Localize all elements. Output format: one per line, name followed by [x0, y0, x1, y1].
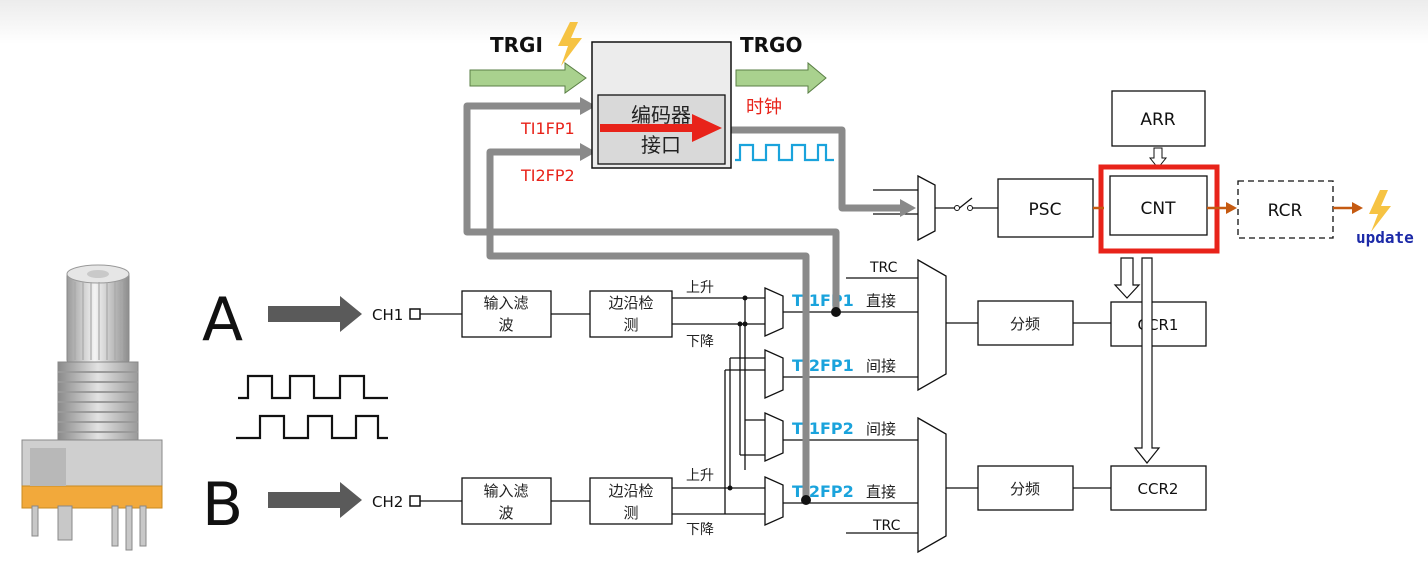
input-filter-1-box	[461, 290, 552, 338]
signal-a-letter: A	[202, 285, 243, 355]
cnt-to-ccr1-arrow	[1113, 257, 1141, 299]
input-filter-2-line1: 输入滤	[483, 482, 528, 500]
update-label: update	[1356, 228, 1414, 247]
rotary-encoder-image	[21, 264, 163, 551]
cnt-label: CNT	[1141, 199, 1177, 219]
signal-b-arrow	[268, 482, 362, 518]
cnt-to-ccr2-arrow	[1133, 257, 1161, 464]
mux-ic2-select	[917, 416, 947, 554]
mux-clock-select	[917, 174, 936, 242]
signal-b-letter: B	[202, 470, 243, 540]
direct-label-1: 直接	[866, 292, 896, 310]
input-filter-2-box	[461, 477, 552, 525]
edge-detect-1-box	[589, 290, 673, 338]
encoder-label-line2: 接口	[641, 133, 681, 157]
waveform-a	[238, 374, 388, 400]
ch2-label: CH2	[372, 493, 403, 511]
rcr-box	[1237, 180, 1334, 239]
mux-ti2fp1	[764, 348, 784, 400]
arr-label: ARR	[1140, 110, 1175, 130]
indirect-label-1: 间接	[866, 357, 896, 375]
clock-waveform	[735, 143, 834, 162]
psc-box	[997, 178, 1094, 238]
trgi-label: TRGI	[490, 33, 543, 57]
edge-detect-1-line2: 测	[623, 316, 638, 334]
mux-ti1fp2	[764, 411, 784, 463]
ti1fp2-label: TI1FP2	[792, 419, 854, 438]
divider-1-label: 分频	[1010, 315, 1040, 333]
encoder-red-arrow	[600, 114, 722, 142]
ti2fp2-feedback-path	[486, 148, 810, 498]
ti1fp1-feedback-path	[463, 102, 840, 312]
mux-ti1fp1	[764, 286, 784, 338]
direct-label-2: 直接	[866, 483, 896, 501]
mux-ic1-select	[917, 258, 947, 392]
trc-label-bottom: TRC	[872, 518, 901, 534]
divider-2-box	[977, 465, 1074, 511]
edge-detect-1-line1: 边沿检	[608, 294, 653, 312]
input-filter-1-line2: 波	[498, 316, 513, 334]
arr-to-cnt-arrow	[1148, 147, 1168, 169]
fall-label-1: 下降	[686, 334, 714, 350]
ti2fp2-label: TI2FP2	[792, 482, 854, 501]
trgo-arrow	[735, 61, 827, 95]
indirect-label-2: 间接	[866, 420, 896, 438]
update-lightning-icon	[1369, 190, 1391, 232]
mux-ti2fp2	[764, 475, 784, 527]
rcr-label: RCR	[1268, 201, 1303, 221]
encoder-label-line1: 编码器	[631, 103, 691, 127]
edge-detect-2-box	[589, 477, 673, 525]
input-filter-2-line2: 波	[498, 504, 513, 522]
ch2-pin	[409, 495, 421, 507]
ti1fp1-label: TI1FP1	[792, 291, 854, 310]
edge-detect-2-line2: 测	[623, 504, 638, 522]
top-shade	[0, 0, 1428, 44]
encoder-ti2fp2-label: TI2FP2	[520, 166, 575, 185]
trgi-arrow	[469, 62, 587, 94]
rise-label-2: 上升	[686, 468, 714, 484]
psc-label: PSC	[1029, 200, 1062, 220]
divider-2-label: 分频	[1010, 480, 1040, 498]
clock-label: 时钟	[746, 97, 782, 118]
trc-label-top: TRC	[869, 260, 898, 276]
encoder-clock-path	[727, 126, 906, 212]
ch1-label: CH1	[372, 306, 403, 324]
rise-label-1: 上升	[686, 280, 714, 296]
ti2fp1-label: TI2FP1	[792, 356, 854, 375]
input-filter-1-line1: 输入滤	[483, 294, 528, 312]
encoder-ti1fp1-label: TI1FP1	[520, 119, 575, 138]
trgi-lightning-icon	[558, 22, 582, 66]
edge-detect-2-line1: 边沿检	[608, 482, 653, 500]
ch1-pin	[409, 308, 421, 320]
divider-1-box	[977, 300, 1074, 346]
cnt-box	[1109, 175, 1208, 236]
arr-box	[1111, 90, 1206, 147]
ccr2-box	[1110, 465, 1207, 511]
trgo-label: TRGO	[740, 33, 802, 57]
fall-label-2: 下降	[686, 522, 714, 538]
ccr1-box	[1110, 301, 1207, 347]
signal-a-arrow	[268, 296, 362, 332]
ccr2-label: CCR2	[1138, 480, 1179, 498]
waveform-b	[236, 414, 388, 440]
